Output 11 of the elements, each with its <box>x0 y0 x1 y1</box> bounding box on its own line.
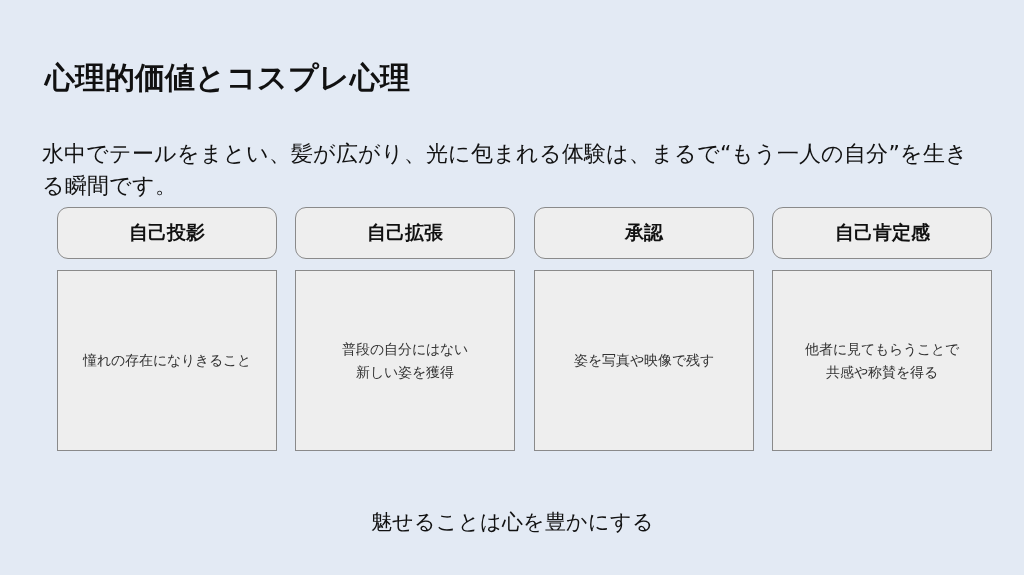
category-header: 自己投影 <box>57 207 277 259</box>
description-card: 他者に見てもらうことで共感や称賛を得る <box>772 270 992 451</box>
slide-title: 心理的価値とコスプレ心理 <box>45 59 410 97</box>
description-card: 憧れの存在になりきること <box>57 270 277 451</box>
closing-message: 魅せることは心を豊かにする <box>369 509 655 536</box>
description-card: 姿を写真や映像で残す <box>534 270 754 451</box>
category-header: 自己肯定感 <box>772 207 992 259</box>
category-header: 自己拡張 <box>295 207 515 259</box>
category-header: 承認 <box>534 207 754 259</box>
intro-paragraph: 水中でテールをまとい、髪が広がり、光に包まれる体験は、まるで“もう一人の自分”を生きる瞬間です。 <box>42 140 969 200</box>
description-card: 普段の自分にはない新しい姿を獲得 <box>295 270 515 451</box>
